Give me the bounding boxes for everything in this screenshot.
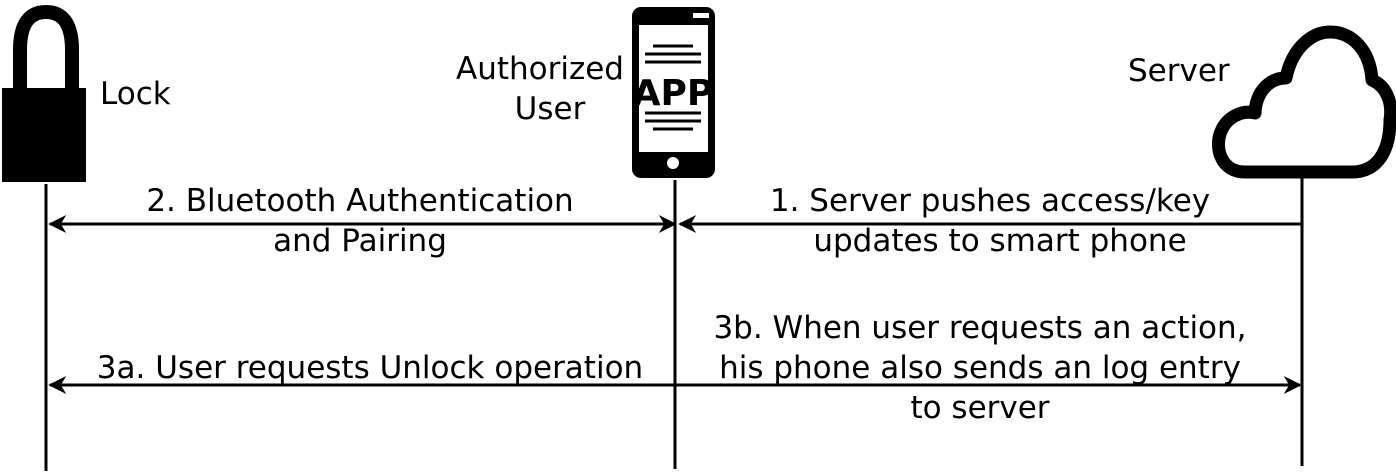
user-label-line1: Authorized [455,51,624,87]
message-3b-line3: to server [910,390,1050,426]
app-label: APP [633,73,714,114]
message-2-line2: and Pairing [273,223,447,259]
message-1-line1: 1. Server pushes access/key [769,183,1211,219]
message-2-line1: 2. Bluetooth Authentication [146,183,574,219]
message-3b-line1: 3b. When user requests an action, [713,310,1247,346]
server-label: Server [1128,53,1230,89]
cloud-icon [1212,25,1396,179]
lock-label: Lock [100,76,171,112]
message-3a-label: 3a. User requests Unlock operation [96,350,644,386]
message-3b-line2: his phone also sends an log entry [719,350,1241,386]
message-1-line2: updates to smart phone [813,223,1187,259]
user-label-line2: User [514,91,586,127]
smartphone-icon: APP [632,7,715,178]
padlock-icon [2,4,86,182]
